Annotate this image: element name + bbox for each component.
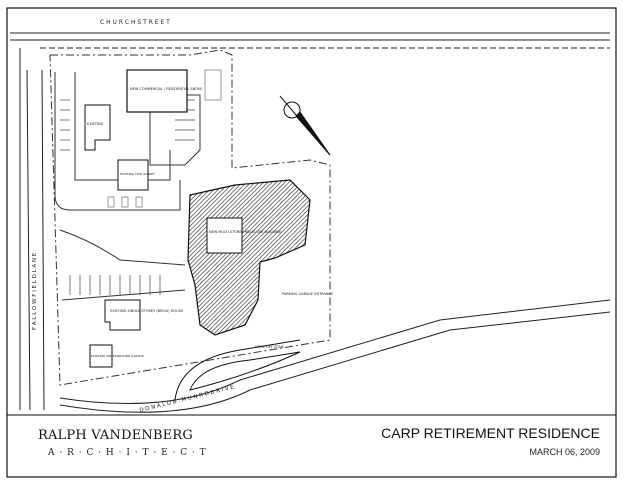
property-line [49, 49, 331, 386]
existing-church [84, 104, 111, 151]
drop-off-driveway [174, 339, 301, 401]
fallowfield-lane-label: F A L L O W F I E L D L A N E [32, 252, 38, 330]
new-multi-storey-building: NEW MULTI-STOREY MULTI-USE BUILDING [187, 179, 311, 336]
firm-name: RALPH VANDENBERG [38, 428, 193, 443]
existing-church-label: EXISTING [87, 122, 104, 126]
north-arrow-icon [279, 95, 331, 156]
fallowfield-lane [19, 48, 45, 411]
existing-storage-building [117, 159, 149, 191]
new-building-label: NEW MULTI-STOREY MULTI-USE BUILDING [209, 230, 282, 234]
sheet-border [6, 7, 617, 478]
underground-garage-label: EXISTING UNDERGROUND GARAGE [91, 354, 144, 358]
existing-house-label: EXISTING SINGLE STOREY (BRICK) HOUSE [110, 309, 183, 313]
existing-underground-garage [89, 344, 113, 368]
drop-off-island [189, 351, 301, 391]
church-street [10, 32, 610, 49]
site-scribbles [107, 69, 222, 208]
parking-garage-label: PARKING GARAGE ENTRANCE [282, 292, 333, 296]
parking-stalls [60, 99, 195, 295]
new-commercial-label: NEW COMMERCIAL / RESIDENTIAL ABOVE [130, 87, 202, 91]
drawing-date: MARCH 06, 2009 [529, 447, 600, 457]
church-street-label: C H U R C H S T R E E T [100, 19, 170, 26]
drop-off-label: DROP OFF ZONE [255, 345, 284, 349]
munro-drive [59, 299, 611, 413]
existing-single-storey-house [104, 299, 141, 331]
new-commercial-building [126, 69, 188, 113]
firm-tagline: A · R · C · H · I · T · E · C · T [48, 448, 207, 458]
project-title: CARP RETIREMENT RESIDENCE [381, 425, 600, 441]
existing-storage-label: EXISTING TWO STOREY [120, 172, 155, 176]
